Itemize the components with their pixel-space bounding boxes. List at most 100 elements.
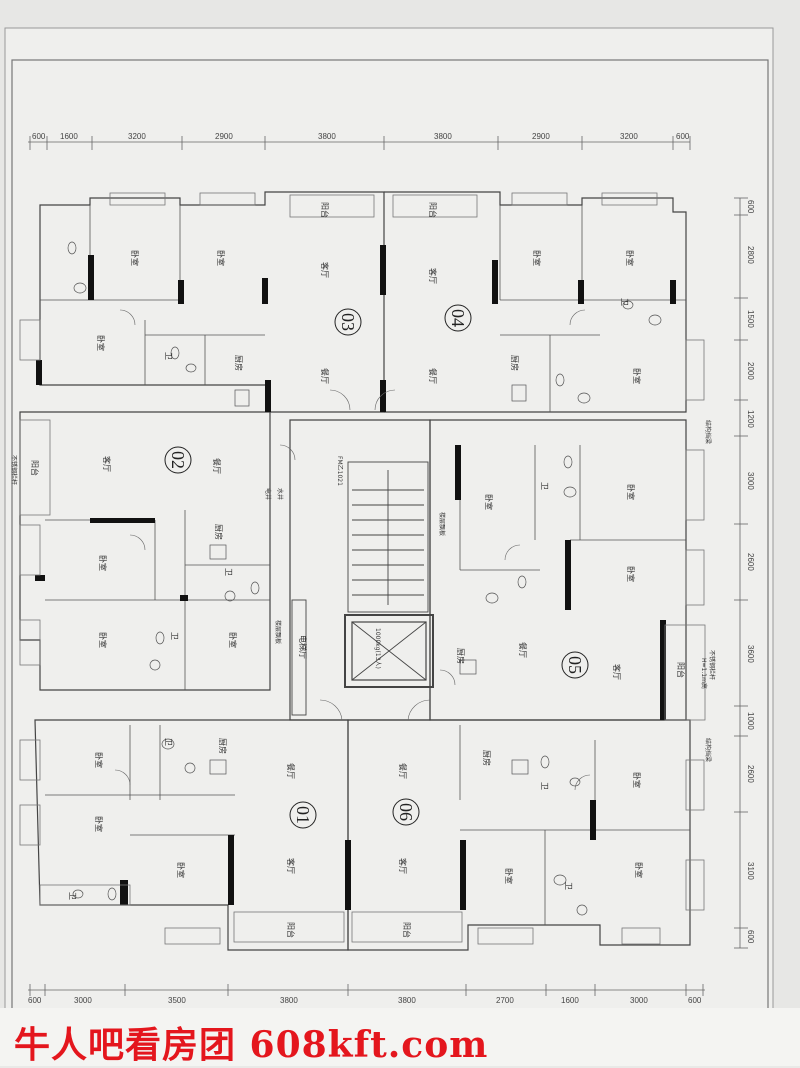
room-kitchen: 厨房 (234, 355, 244, 371)
room-dining: 餐厅 (212, 458, 221, 474)
unit-markers: 03 04 02 05 01 06 (164, 304, 589, 829)
balconies (19, 192, 706, 945)
room-dining: 餐厅 (320, 368, 329, 384)
unit-label-01: 01 (293, 806, 313, 824)
door-swings (114, 309, 591, 791)
dim-top-5: 3800 (318, 132, 336, 141)
elevator-capacity-label: 1000kg(13人) (374, 628, 381, 669)
floor-slab-label: 楼层飘板 (274, 620, 282, 644)
room-bath: 卫 (164, 738, 173, 746)
room-bath: 卫 (170, 632, 179, 640)
room-dining: 餐厅 (398, 763, 407, 779)
room-bedroom: 卧室 (98, 632, 108, 648)
room-bath: 卫 (68, 892, 77, 900)
room-kitchen: 厨房 (214, 524, 224, 540)
dim-top-7: 2900 (532, 132, 550, 141)
unit-label-02: 02 (168, 451, 188, 469)
unit-label-06: 06 (396, 803, 416, 821)
room-bath: 卫 (564, 882, 573, 890)
top-dimension-line: 600 1600 3200 2900 3800 3800 2900 3200 6… (28, 132, 691, 150)
room-bedroom: 卧室 (632, 368, 642, 384)
unit-label-05: 05 (565, 656, 585, 674)
dim-right-6: 3000 (746, 472, 755, 490)
right-dimension-line: 600 2800 1500 2000 1200 3000 2600 3600 1… (734, 197, 755, 949)
room-bedroom: 卧室 (98, 555, 108, 571)
room-kitchen: 厨房 (456, 648, 466, 664)
room-bedroom: 卧室 (216, 250, 226, 266)
dim-bottom-7: 1600 (561, 996, 579, 1005)
room-bedroom: 卧室 (176, 862, 186, 878)
dim-top-2: 1600 (60, 132, 78, 141)
railing-note-left: 不锈钢栏杆 (10, 455, 18, 485)
dim-bottom-3: 3500 (168, 996, 186, 1005)
room-bedroom: 卧室 (94, 816, 104, 832)
room-bedroom: 卧室 (532, 250, 542, 266)
dim-top-1: 600 (32, 132, 46, 141)
room-bedroom: 卧室 (625, 250, 635, 266)
room-bath: 卫 (620, 298, 629, 306)
room-bath: 卫 (224, 568, 233, 576)
room-labels: 卧室 卧室 卧室 客厅 餐厅 厨房 阳台 卫 卧室 卧室 卧室 客厅 餐厅 厨房… (30, 202, 686, 938)
room-balcony: 阳台 (30, 460, 40, 476)
dim-right-7: 2600 (746, 553, 755, 571)
dim-right-1: 600 (746, 200, 755, 214)
room-bedroom: 卧室 (626, 484, 636, 500)
room-bedroom: 卧室 (634, 862, 644, 878)
room-living: 客厅 (102, 456, 112, 472)
dim-right-2: 2800 (746, 246, 755, 264)
dim-bottom-8: 3000 (630, 996, 648, 1005)
room-balcony: 阳台 (286, 922, 296, 938)
railing-note-right: 不锈钢栏杆 (708, 650, 716, 680)
room-bedroom: 卧室 (96, 335, 106, 351)
room-bedroom: 卧室 (484, 494, 494, 510)
dim-right-3: 1500 (746, 310, 755, 328)
dim-top-9: 600 (676, 132, 690, 141)
unit-label-04: 04 (448, 309, 468, 327)
notes: 不锈钢栏杆 不锈钢栏杆 H=1.1m高 结构挡梁 结构挡梁 (10, 420, 716, 762)
dim-right-9: 1000 (746, 712, 755, 730)
room-bedroom: 卧室 (130, 250, 140, 266)
dim-right-8: 3600 (746, 645, 755, 663)
floor-slab-label: 楼层飘板 (438, 512, 446, 536)
room-living: 客厅 (286, 858, 296, 874)
dim-top-4: 2900 (215, 132, 233, 141)
room-balcony: 阳台 (320, 202, 330, 218)
room-living: 客厅 (612, 664, 622, 680)
room-balcony: 阳台 (402, 922, 412, 938)
bottom-dimension-line: 600 3000 3500 3800 3800 2700 1600 3000 6… (28, 984, 705, 1005)
dim-bottom-4: 3800 (280, 996, 298, 1005)
room-kitchen: 厨房 (510, 355, 520, 371)
bath-fixtures (67, 241, 662, 916)
stair-core (291, 461, 434, 716)
room-living: 客厅 (320, 262, 330, 278)
structure-note: 结构挡梁 (704, 420, 712, 444)
room-dining: 餐厅 (428, 368, 437, 384)
room-balcony: 阳台 (428, 202, 438, 218)
dim-bottom-2: 3000 (74, 996, 92, 1005)
dim-bottom-5: 3800 (398, 996, 416, 1005)
room-dining: 餐厅 (286, 763, 295, 779)
dim-right-12: 600 (746, 930, 755, 944)
unit-label-03: 03 (338, 313, 358, 331)
fire-door-label: FM乙1021 (336, 456, 343, 486)
dim-top-3: 3200 (128, 132, 146, 141)
dim-top-8: 3200 (620, 132, 638, 141)
dim-bottom-9: 600 (688, 996, 702, 1005)
room-bath: 卫 (540, 482, 549, 490)
core-labels: 电梯厅 1000kg(13人) FM乙1021 电井 水井 楼层飘板 楼层飘板 (264, 456, 446, 669)
dim-bottom-6: 2700 (496, 996, 514, 1005)
structural-columns (35, 245, 676, 910)
pipe-well-label: 电井 (264, 488, 272, 500)
room-bedroom: 卧室 (228, 632, 238, 648)
water-well-label: 水井 (276, 488, 284, 500)
dim-top-6: 3800 (434, 132, 452, 141)
room-bedroom: 卧室 (626, 566, 636, 582)
room-bedroom: 卧室 (504, 868, 514, 884)
dim-right-10: 2600 (746, 765, 755, 783)
room-kitchen: 厨房 (482, 750, 492, 766)
room-dining: 餐厅 (518, 642, 527, 658)
watermark-text: 牛人吧看房团 608kft.com (14, 1024, 489, 1066)
room-living: 客厅 (428, 268, 438, 284)
dim-right-4: 2000 (746, 362, 755, 380)
